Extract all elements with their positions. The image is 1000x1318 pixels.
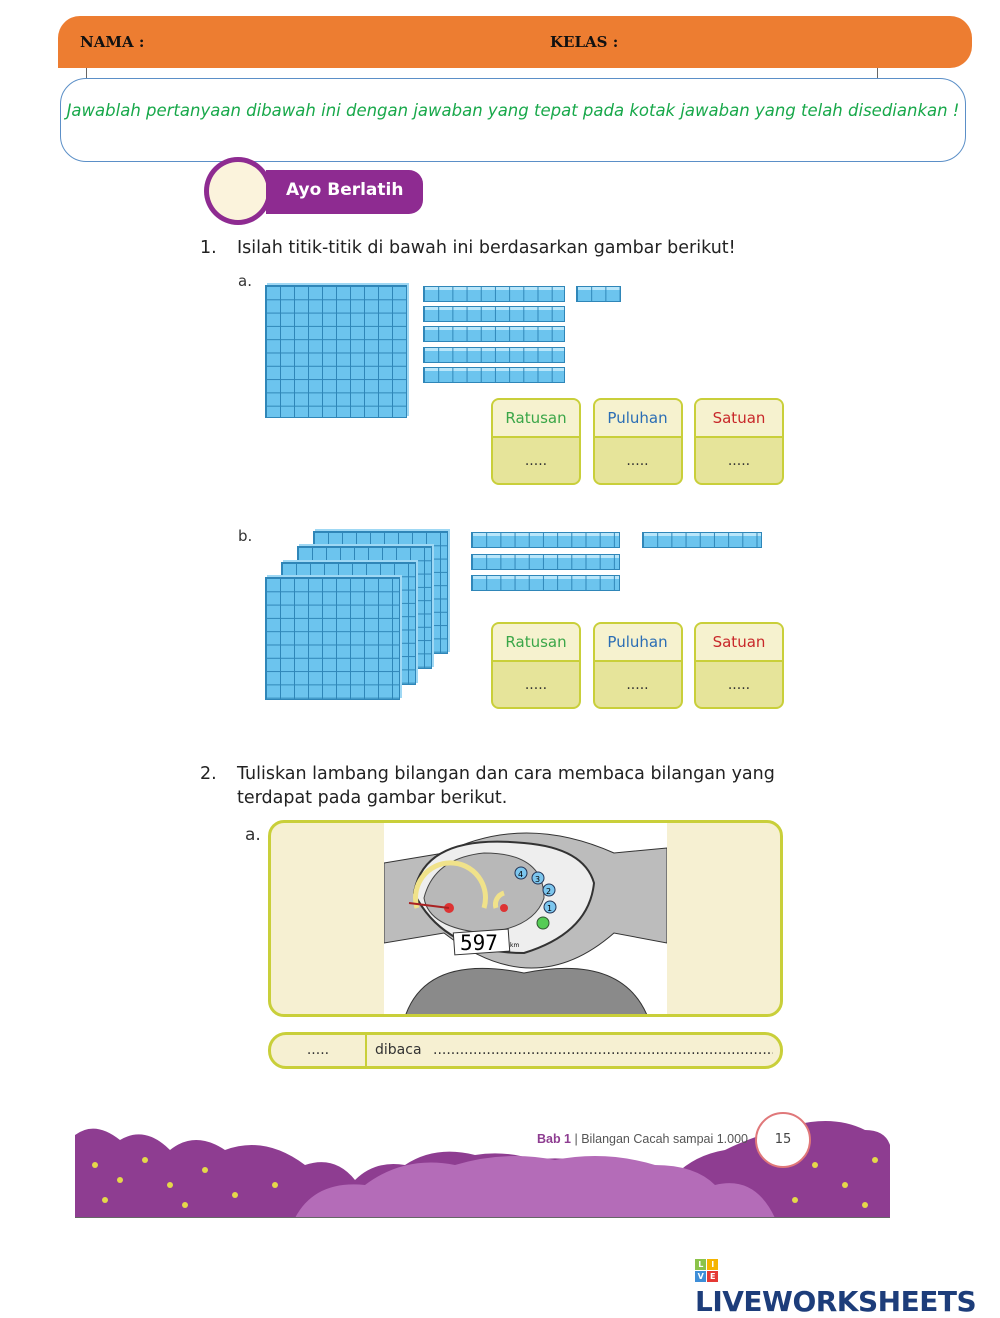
speedometer-image: 4 3 2 1 597 km	[384, 823, 667, 1014]
number-answer-field[interactable]: .....	[271, 1035, 367, 1066]
logo-letter: I	[707, 1258, 718, 1270]
speedometer-picture-frame: 4 3 2 1 597 km	[268, 820, 783, 1017]
instruction-box: Jawablah pertanyaan dibawah ini dengan j…	[60, 78, 966, 162]
place-value-box-ratusan: Ratusan.....	[491, 622, 581, 709]
gear-1: 1	[547, 904, 552, 913]
q2-text-line1: Tuliskan lambang bilangan dan cara memba…	[237, 764, 775, 784]
ten-rod	[471, 532, 620, 548]
q1a-label: a.	[238, 272, 252, 290]
ten-rod	[423, 286, 565, 302]
place-value-box-puluhan: Puluhan.....	[592, 622, 683, 709]
q1b-label: b.	[238, 527, 253, 545]
header-bar: NAMA : KELAS :	[58, 16, 972, 68]
place-value-box-satuan: Satuan.....	[694, 398, 784, 485]
unit-cubes	[642, 532, 762, 548]
read-answer-field[interactable]: ........................................…	[433, 1042, 773, 1058]
hundred-flat	[265, 285, 407, 418]
answer-field-b-satuan[interactable]: .....	[727, 677, 751, 693]
q2a-label: a.	[245, 825, 261, 845]
class-label: KELAS :	[550, 33, 619, 51]
gear-4: 4	[518, 870, 523, 879]
character-avatar	[204, 157, 272, 225]
footer-chapter: Bab 1 | Bilangan Cacah sampai 1.000	[537, 1132, 748, 1146]
place-value-header: Puluhan	[594, 400, 681, 438]
brand-name: LIVEWORKSHEETS	[695, 1285, 977, 1318]
gear-3: 3	[535, 875, 540, 884]
chapter-number: Bab 1	[536, 1132, 572, 1146]
place-value-box-puluhan: Puluhan.....	[592, 398, 683, 485]
ten-rod	[423, 306, 565, 323]
place-value-box-satuan: Satuan.....	[694, 622, 784, 709]
ten-rod	[471, 575, 620, 591]
place-value-header: Puluhan	[594, 624, 681, 662]
q2-text-line2: terdapat pada gambar berikut.	[237, 788, 508, 808]
q2-number: 2.	[200, 764, 217, 784]
chapter-title: | Bilangan Cacah sampai 1.000	[574, 1132, 749, 1146]
odometer-reading: 597	[460, 931, 498, 955]
logo-letter: E	[707, 1270, 718, 1282]
place-value-box-ratusan: Ratusan.....	[491, 398, 581, 485]
answer-field-a-puluhan[interactable]: .....	[626, 453, 649, 469]
place-value-header: Ratusan	[493, 624, 579, 662]
ten-rod	[423, 366, 565, 383]
gear-2: 2	[546, 887, 551, 896]
answer-field-a-satuan[interactable]: .....	[727, 453, 751, 469]
read-label: dibaca	[375, 1042, 422, 1058]
ten-rod	[471, 553, 620, 570]
ten-rod	[423, 346, 565, 363]
answer-bar: ..... dibaca ...........................…	[268, 1032, 783, 1069]
odometer-unit: km	[510, 942, 519, 949]
place-value-header: Satuan	[696, 400, 782, 438]
section-badge: Ayo Berlatih	[266, 170, 423, 214]
crop-mark	[877, 68, 878, 78]
page-number: 15	[755, 1112, 811, 1168]
crop-mark	[86, 68, 87, 78]
answer-field-b-puluhan[interactable]: .....	[626, 677, 649, 693]
answer-field-b-ratusan[interactable]: .....	[524, 677, 548, 693]
logo-letter: V	[695, 1270, 706, 1282]
ten-rod	[423, 326, 565, 343]
place-value-header: Ratusan	[493, 400, 579, 438]
place-value-header: Satuan	[696, 624, 782, 662]
liveworksheets-logo: L I V E LIVEWORKSHEETS	[695, 1252, 1000, 1318]
logo-letter: L	[695, 1258, 706, 1270]
unit-cubes	[576, 286, 621, 302]
q1-number: 1.	[200, 238, 217, 258]
hundred-flat	[265, 577, 400, 700]
answer-field-a-ratusan[interactable]: .....	[524, 453, 548, 469]
q1-text: Isilah titik-titik di bawah ini berdasar…	[237, 238, 736, 258]
name-label: NAMA :	[80, 33, 145, 51]
footer-decoration	[75, 1121, 890, 1218]
